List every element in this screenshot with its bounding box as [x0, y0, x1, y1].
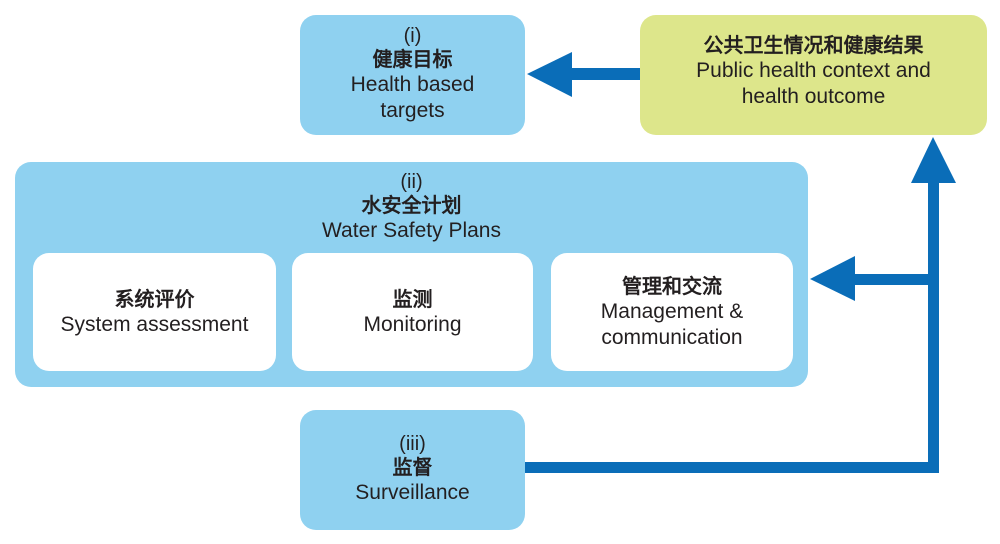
surveillance-box: (iii) 监督 Surveillance [300, 410, 525, 530]
component-title-zh: 监测 [392, 287, 433, 311]
outcome-title-en-1: Public health context and [696, 59, 931, 82]
component-monitoring: 监测 Monitoring [292, 253, 533, 371]
component-management-communication: 管理和交流 Management & communication [551, 253, 793, 371]
arrowhead-left-wsp [810, 256, 855, 301]
component-title-en: System assessment [60, 313, 249, 336]
surveillance-number: (iii) [399, 433, 426, 455]
component-title-zh: 系统评价 [114, 287, 195, 311]
connector-vertical-trunk [928, 180, 939, 473]
component-system-assessment: 系统评价 System assessment [33, 253, 276, 371]
wsp-title-en: Water Safety Plans [322, 219, 501, 242]
targets-title-zh: 健康目标 [372, 47, 453, 71]
outcome-title-en-2: health outcome [741, 85, 886, 108]
health-outcome-box: 公共卫生情况和健康结果 Public health context and he… [640, 15, 987, 135]
health-targets-box: (i) 健康目标 Health based targets [300, 15, 525, 135]
surveillance-title-zh: 监督 [392, 455, 433, 479]
wsp-title-zh: 水安全计划 [361, 193, 462, 217]
component-title-zh: 管理和交流 [622, 274, 722, 298]
connector-surveillance-horizontal [525, 462, 939, 473]
outcome-title-zh: 公共卫生情况和健康结果 [703, 33, 924, 57]
connector-branch-wsp [852, 274, 932, 285]
wsp-number: (ii) [400, 171, 423, 193]
component-title-en: Monitoring [363, 313, 462, 336]
targets-title-en-2: targets [380, 99, 445, 122]
arrowhead-left-targets [527, 52, 572, 97]
arrowhead-up-outcome [911, 137, 956, 183]
connector-outcome-to-targets [570, 68, 642, 80]
component-title-en-2: communication [601, 326, 743, 349]
targets-number: (i) [403, 25, 422, 47]
component-title-en-1: Management & [600, 300, 744, 323]
surveillance-title-en: Surveillance [355, 481, 470, 504]
targets-title-en-1: Health based [350, 73, 475, 96]
